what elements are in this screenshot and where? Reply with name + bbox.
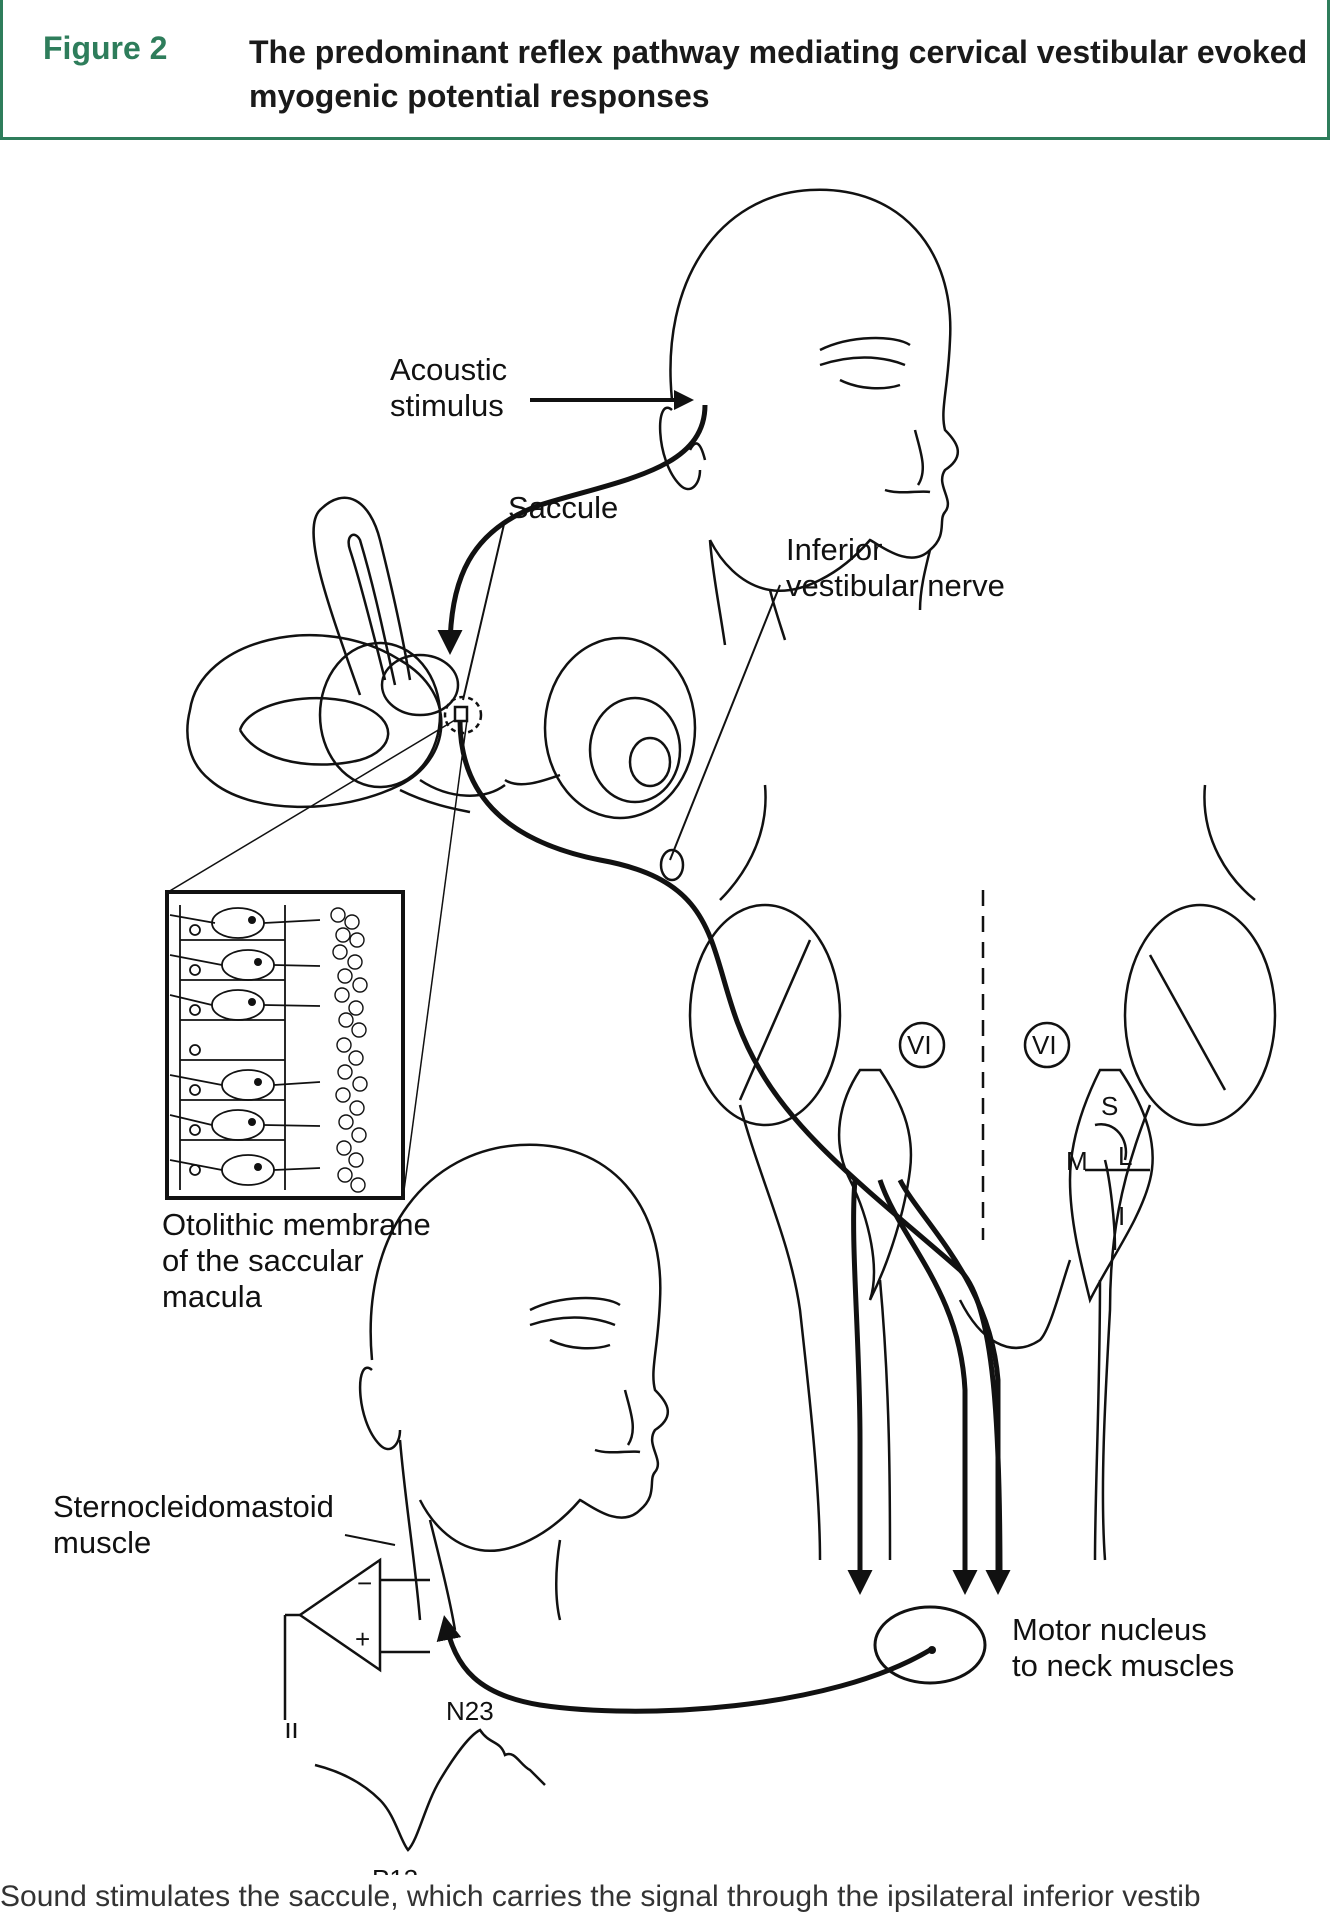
scm-label-line2: muscle — [53, 1525, 151, 1560]
nucleus-s-label: S — [1101, 1091, 1118, 1121]
vi-right-label: VI — [1032, 1030, 1057, 1060]
scm-label-line1: Sternocleidomastoid — [53, 1489, 334, 1524]
saccule-leader — [462, 519, 506, 701]
figure-label: Figure 2 — [43, 30, 168, 66]
p13-label: P13 — [372, 1864, 418, 1875]
motor-nucleus — [873, 1605, 987, 1685]
saccule-label: Saccule — [508, 490, 618, 525]
otolithic-label-line3: macula — [162, 1279, 263, 1314]
vestibular-nerve-path — [457, 719, 1003, 1581]
motor-label-line1: Motor nucleus — [1012, 1612, 1207, 1647]
amplifier — [283, 1557, 430, 1720]
vi-left-label: VI — [907, 1030, 932, 1060]
brainstem — [688, 784, 1277, 1561]
upper-head — [658, 188, 959, 646]
otolithic-label-line2: of the saccular — [162, 1243, 364, 1278]
motor-output-path — [436, 1615, 932, 1714]
descending-tracts — [847, 1178, 1011, 1595]
ear-to-saccule-path — [437, 404, 708, 655]
reflex-pathway-diagram: Acoustic stimulus Saccule Inferior vesti… — [0, 140, 1334, 1875]
nucleus-m-label: M — [1066, 1146, 1088, 1176]
nerve-ring — [659, 848, 685, 882]
motor-label-line2: to neck muscles — [1012, 1648, 1234, 1683]
acoustic-label-line1: Acoustic — [390, 352, 507, 387]
inferior-nerve-label-line2: vestibular nerve — [786, 568, 1005, 603]
n23-label: N23 — [446, 1696, 494, 1726]
inferior-nerve-label-line1: Inferior — [786, 532, 882, 567]
figure-title: The predominant reflex pathway mediating… — [249, 34, 1308, 114]
vemp-waveform — [314, 1728, 546, 1852]
figure-header: Figure 2 The predominant reflex pathway … — [0, 0, 1330, 140]
figure-caption: Sound stimulates the saccule, which carr… — [0, 1880, 1201, 1913]
lower-head — [358, 1143, 669, 1631]
inner-ear — [186, 496, 697, 820]
diagram-svg: Acoustic stimulus Saccule Inferior vesti… — [53, 188, 1277, 1875]
nucleus-l-label: L — [1118, 1141, 1132, 1171]
nucleus-i-label: I — [1118, 1201, 1125, 1231]
amp-plus-label: + — [355, 1624, 370, 1654]
zoom-line-2 — [402, 719, 468, 1199]
otolithic-label-line1: Otolithic membrane — [162, 1207, 431, 1242]
scm-leader — [344, 1534, 396, 1546]
zoom-line-1 — [167, 719, 456, 893]
amp-minus-label: − — [357, 1568, 372, 1598]
acoustic-label-line2: stimulus — [390, 388, 504, 423]
otolithic-inset — [165, 890, 405, 1200]
inferior-nerve-leader — [669, 584, 781, 861]
